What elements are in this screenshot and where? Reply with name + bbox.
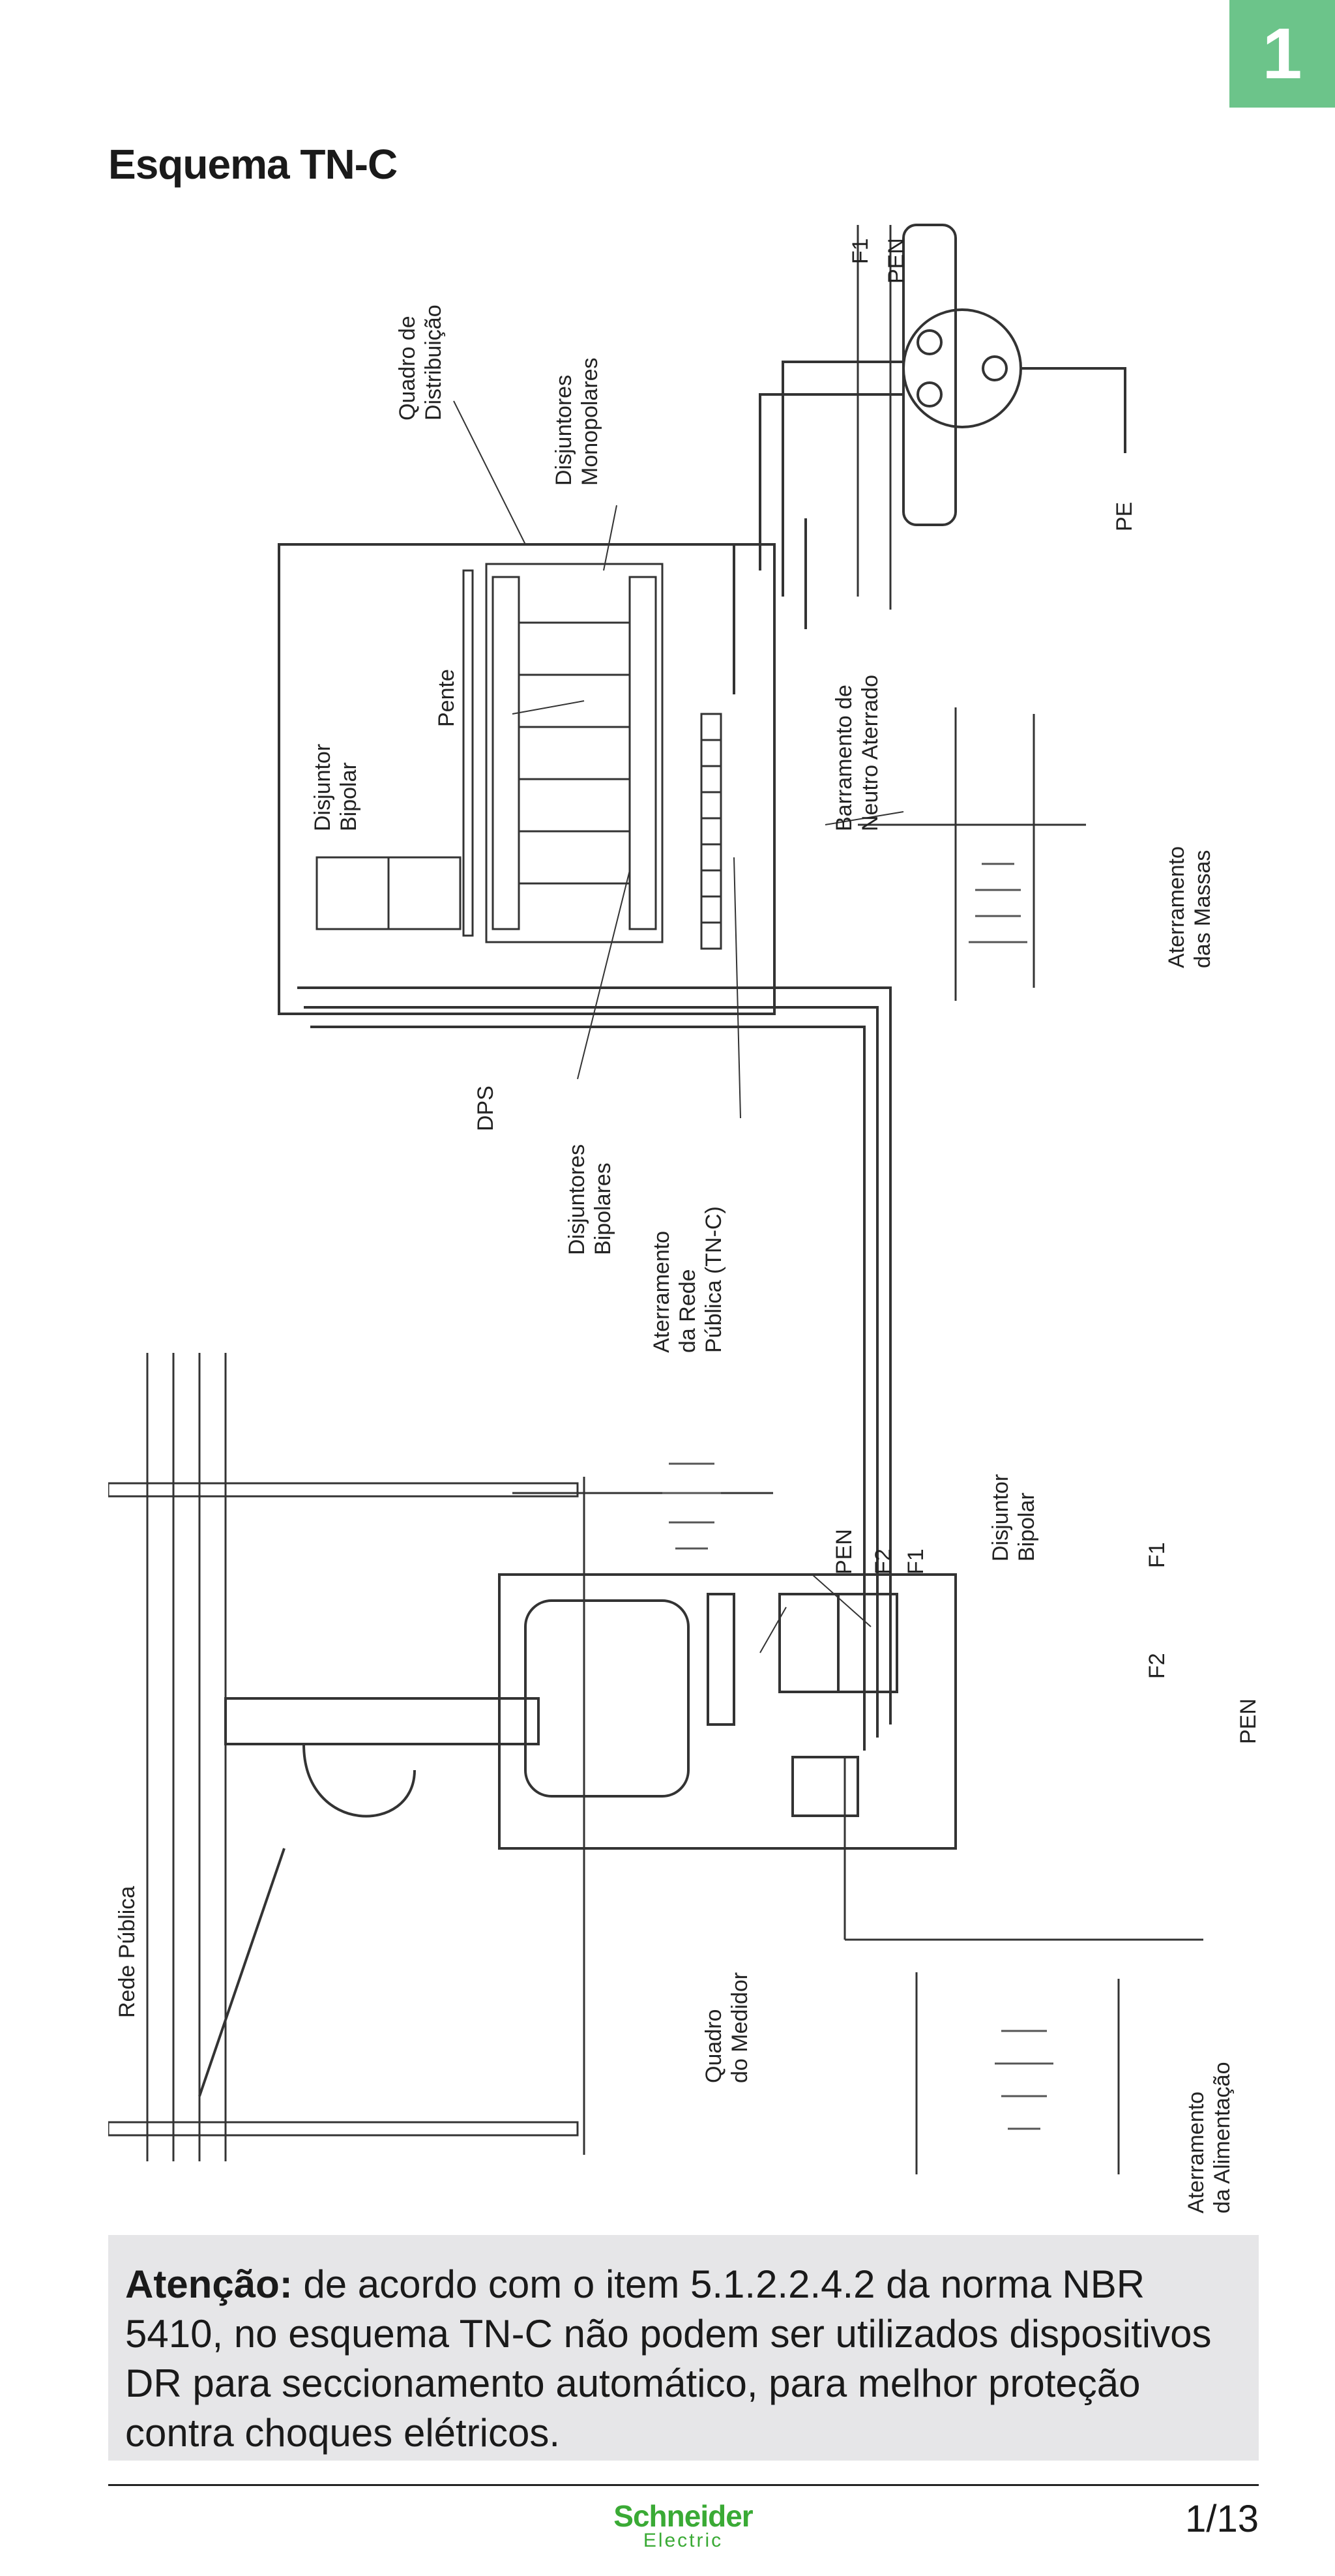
- supply-ground-rod: [844, 1757, 1203, 2174]
- board-feed-wires: [733, 361, 903, 694]
- mass-ground-rod: [858, 707, 1086, 1001]
- label-disjuntor-bipolar-bottom: Disjuntor Bipolar: [988, 1468, 1039, 1562]
- label-disjuntor-bipolar-top: Disjuntor Bipolar: [310, 737, 361, 831]
- label-disjuntores-bipolares: Disjuntores Bipolares: [565, 1138, 615, 1255]
- feeder-cable: [297, 986, 892, 1751]
- bipolar-breaker-top: [315, 856, 462, 930]
- monopolar-breakers: [485, 563, 664, 943]
- label-disjuntores-monopolares: Disjuntores Monopolares: [551, 357, 602, 486]
- chapter-tab: 1: [1229, 0, 1335, 108]
- public-network: [108, 1353, 585, 2161]
- label-pen-meter: PEN: [832, 1529, 857, 1575]
- label-pe-top: PE: [1112, 502, 1137, 531]
- page-number: 1/13: [1185, 2498, 1259, 2540]
- label-f1-out: F1: [1145, 1542, 1169, 1568]
- label-f1-meter: F1: [903, 1548, 928, 1575]
- label-quadro-medidor: Quadro do Medidor: [701, 1972, 752, 2083]
- brand-bottom: Electric: [643, 2530, 724, 2551]
- notice-label: Atenção:: [125, 2262, 293, 2306]
- label-f2-meter: F2: [871, 1548, 896, 1575]
- label-dps: DPS: [473, 1086, 498, 1131]
- distribution-board: [278, 543, 776, 1015]
- brand-top: Schneider: [613, 2499, 753, 2533]
- service-drop: [198, 1697, 540, 2097]
- label-f1-top: F1: [848, 238, 873, 264]
- attention-notice: Atenção: de acordo com o item 5.1.2.2.4.…: [108, 2235, 1259, 2461]
- meter-board: [498, 1573, 957, 1850]
- comb-bus: [462, 569, 474, 937]
- label-rede-publica: Rede Pública: [115, 1886, 139, 2018]
- neutral-busbar: [700, 713, 722, 950]
- label-aterramento-massas: Aterramento das Massas: [1164, 840, 1215, 968]
- label-pen-out: PEN: [1236, 1698, 1259, 1744]
- label-aterramento-alimentacao: Aterramento da Alimentação: [1184, 2062, 1235, 2214]
- label-aterramento-rede: Aterramento da Rede Pública (TN-C): [649, 1206, 726, 1353]
- tn-c-wiring-diagram: Quadro de Distribuição Disjuntores Monop…: [108, 224, 1259, 2214]
- page-title: Esquema TN-C: [108, 141, 398, 188]
- label-f2-out: F2: [1145, 1653, 1169, 1679]
- schneider-logo: Schneider Electric: [605, 2499, 761, 2551]
- label-pente: Pente: [434, 669, 459, 727]
- label-quadro-distribuicao: Quadro de Distribuição: [395, 304, 446, 421]
- socket-outlet: [902, 224, 1126, 526]
- footer-rule: [108, 2484, 1259, 2486]
- label-barramento-neutro: Barramento de Neutro Aterrado: [832, 675, 883, 831]
- label-pen-top: PEN: [884, 238, 909, 284]
- notice-text: de acordo com o item 5.1.2.2.4.2 da norm…: [125, 2262, 1212, 2455]
